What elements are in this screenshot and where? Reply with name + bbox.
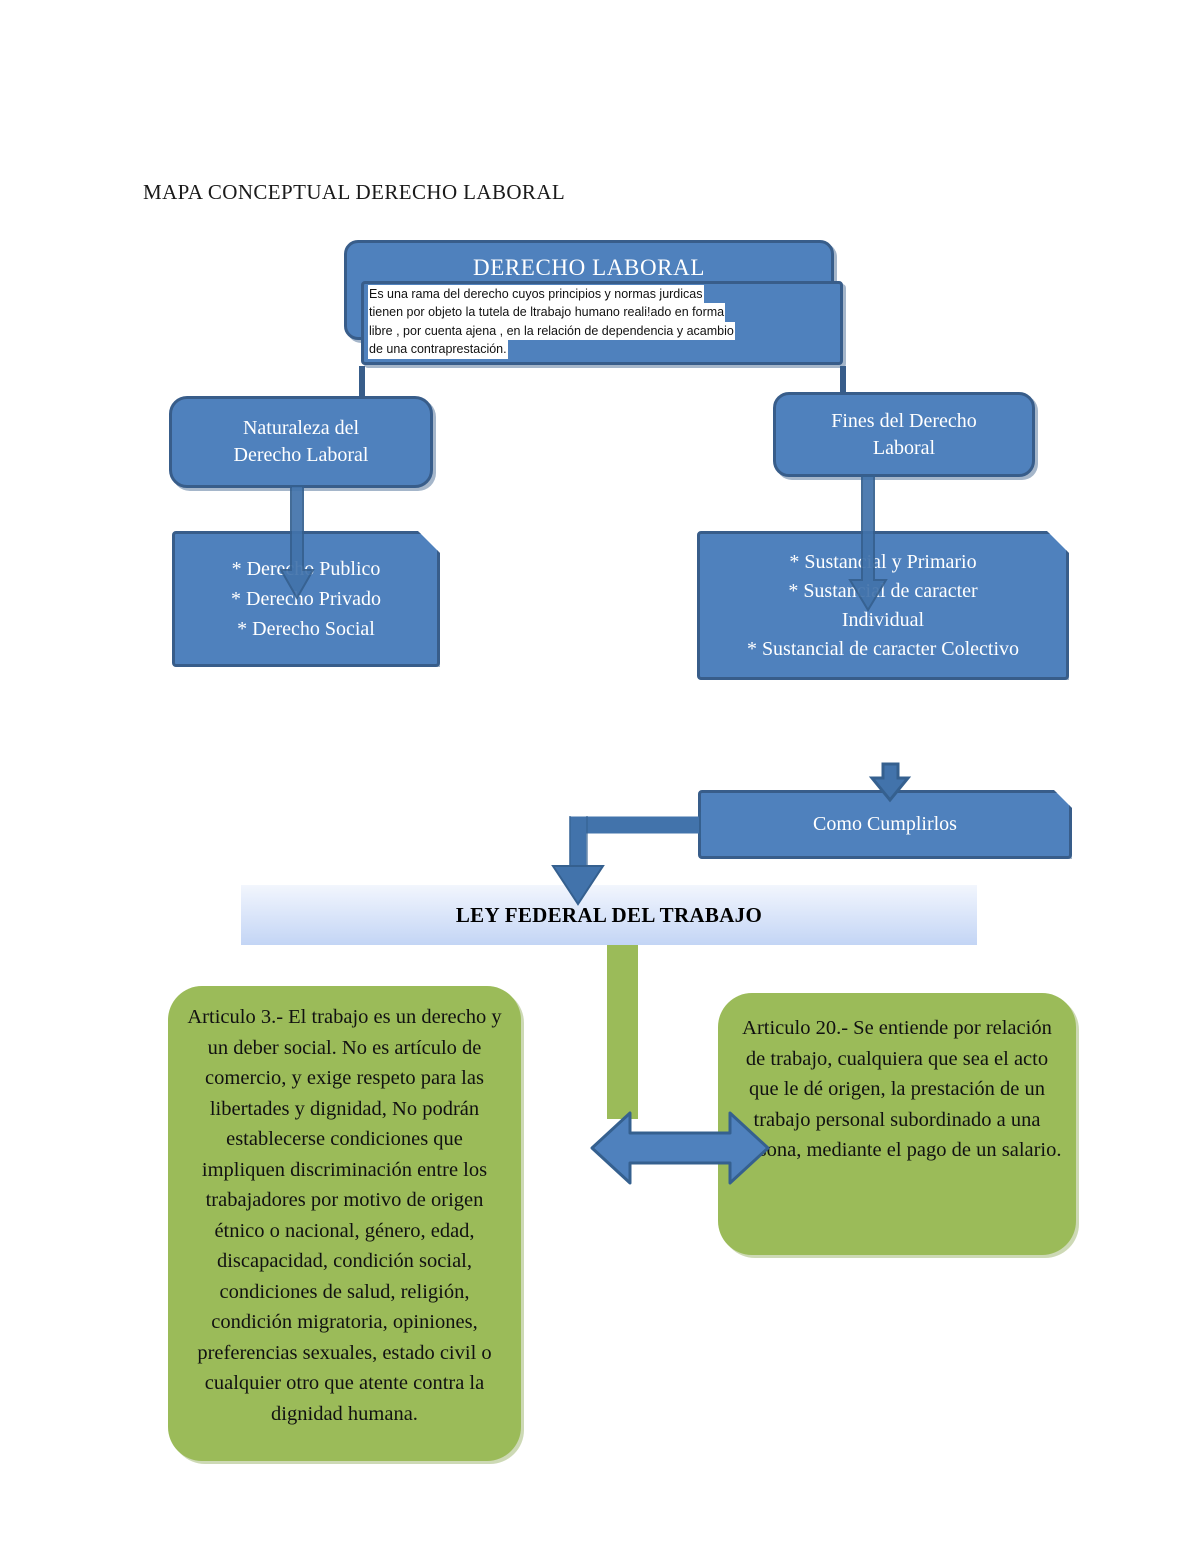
banner-ley-federal-del-trabajo: LEY FEDERAL DEL TRABAJO (241, 885, 977, 945)
node-naturaleza-derecho-laboral: Naturaleza del Derecho Laboral (169, 396, 433, 488)
node-fines-derecho-laboral: Fines del Derecho Laboral (773, 392, 1035, 477)
node-articulo-3: Articulo 3.- El trabajo es un derecho y … (168, 986, 521, 1461)
definition-line: libre , por cuenta ajena , en la relació… (368, 321, 735, 341)
list-item: Individual (841, 608, 925, 631)
fines-item-list: * Sustancial y Primario * Sustancial de … (747, 548, 1019, 664)
list-item: * Sustancial y Primario (789, 550, 977, 573)
list-item: * Sustancial de caracter (788, 579, 978, 602)
definition-line: de una contraprestación. (368, 340, 508, 359)
node-articulo-20: Articulo 20.- Se entiende por relación d… (718, 993, 1076, 1255)
definition-line: Es una rama del derecho cuyos principios… (368, 285, 704, 304)
page-title: MAPA CONCEPTUAL DERECHO LABORAL (143, 180, 566, 204)
articulo-20-text: Articulo 20.- Se entiende por relación d… (732, 1017, 1062, 1161)
articulo-3-text: Articulo 3.- El trabajo es un derecho y … (187, 1006, 502, 1425)
list-item: * Derecho Privado (231, 588, 381, 610)
node-fines-items: * Sustancial y Primario * Sustancial de … (697, 531, 1069, 680)
node-naturaleza-label: Naturaleza del Derecho Laboral (234, 415, 369, 469)
node-naturaleza-line-1: Naturaleza del (242, 417, 360, 439)
node-como-cumplirlos: Como Cumplirlos (698, 790, 1072, 859)
definition-line: tienen por objeto la tutela de ltrabajo … (368, 303, 726, 322)
list-item: * Sustancial de caracter Colectivo (746, 637, 1020, 660)
node-fines-label: Fines del Derecho Laboral (831, 408, 977, 462)
naturaleza-item-list: * Derecho Publico * Derecho Privado * De… (231, 554, 381, 644)
connector-banner-to-article3 (607, 945, 638, 1119)
node-como-cumplirlos-label: Como Cumplirlos (813, 813, 957, 835)
node-naturaleza-line-2: Derecho Laboral (233, 444, 369, 466)
node-fines-line-2: Laboral (872, 436, 936, 459)
node-naturaleza-items: * Derecho Publico * Derecho Privado * De… (172, 531, 440, 667)
node-fines-line-1: Fines del Derecho (831, 409, 977, 432)
derecho-laboral-definition-text: Es una rama del derecho cuyos principios… (368, 285, 830, 359)
list-item: * Derecho Social (237, 618, 375, 640)
banner-label: LEY FEDERAL DEL TRABAJO (455, 902, 763, 927)
list-item: * Derecho Publico (231, 558, 381, 580)
